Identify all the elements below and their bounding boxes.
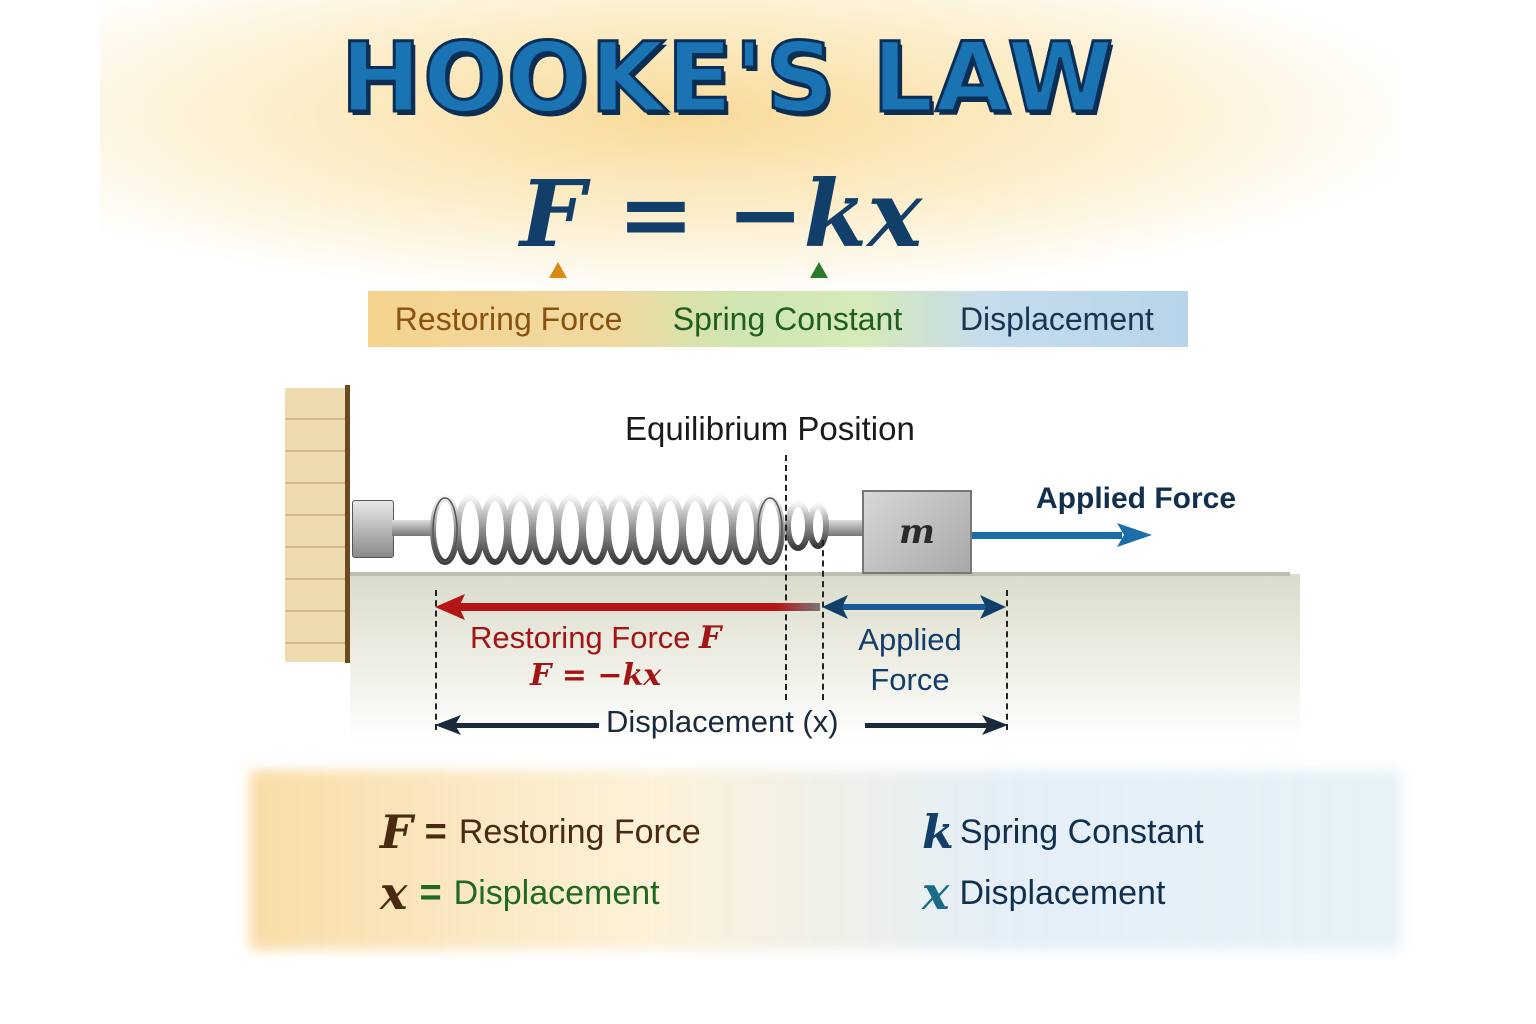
restoring-force-symbol: F	[699, 620, 722, 656]
page-title: HOOKE'S LAW	[339, 21, 1116, 136]
label-spring-constant: Spring Constant	[672, 301, 903, 337]
restoring-force-equation: F = −kx	[530, 658, 662, 693]
mass-block: m	[862, 490, 972, 574]
legend-item-displacement-x: x Displacement	[922, 866, 1166, 920]
applied-force-label: Applied Force	[1036, 482, 1237, 515]
equilibrium-position-label: Equilibrium Position	[625, 410, 915, 447]
spring-icon	[430, 495, 829, 565]
restoring-force-arrow-icon	[435, 594, 820, 620]
restoring-force-pointer-icon	[549, 262, 567, 278]
legend-item-displacement: x = Displacement	[380, 866, 660, 920]
equilibrium-dashed-line	[785, 455, 787, 700]
right-dashed-line	[1006, 590, 1008, 730]
spring-constant-pointer-icon	[810, 262, 828, 278]
header-background	[100, 0, 1400, 290]
restoring-force-label: Restoring Force F	[470, 620, 722, 656]
mass-start-dashed-line	[822, 540, 824, 700]
formula-label-band: Restoring Force Spring Constant Displace…	[368, 291, 1188, 347]
legend-item-spring-constant: k Spring Constant	[922, 805, 1204, 859]
floor-line	[350, 572, 1290, 576]
left-dashed-line	[435, 590, 437, 730]
legend-background	[250, 770, 1400, 950]
mass-label: m	[899, 512, 935, 552]
applied-force-arrow-icon	[972, 523, 1152, 547]
wall-mount	[352, 500, 394, 558]
main-formula: F = −kx	[520, 160, 923, 268]
displacement-arrow-icon	[435, 715, 1008, 735]
label-restoring-force: Restoring Force	[394, 301, 623, 337]
threaded-rod-left	[392, 520, 432, 536]
floor-surface	[350, 574, 1300, 744]
legend-item-restoring-force: F = Restoring Force	[380, 805, 701, 859]
brick-wall	[285, 388, 347, 662]
applied-force-range-label: Applied Force	[858, 622, 962, 697]
wall-edge	[345, 385, 350, 663]
applied-force-double-arrow-icon	[822, 595, 1006, 619]
threaded-rod-right	[826, 520, 864, 536]
displacement-label: Displacement (x)	[606, 704, 839, 739]
label-displacement: Displacement	[959, 301, 1154, 337]
